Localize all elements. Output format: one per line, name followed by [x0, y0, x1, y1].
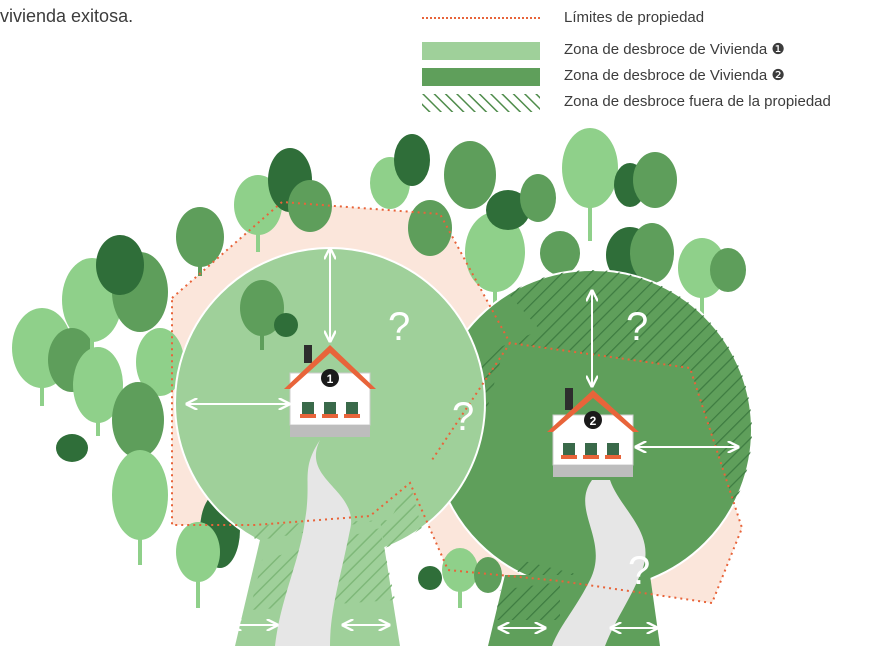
zone-home-2-swatch — [422, 68, 540, 86]
question-mark: ? — [452, 395, 474, 439]
legend-item-outside-property: Zona de desbroce fuera de la propiedad — [422, 92, 888, 112]
house-2: 2 — [547, 388, 639, 477]
roads — [275, 440, 646, 646]
legend-item-zone-home-1: Zona de desbroce de Vivienda ❶ — [422, 40, 888, 60]
question-mark: ? — [628, 549, 650, 593]
legend-label-property-boundary: Límites de propiedad — [564, 9, 705, 26]
legend-label-zone-home-1: Zona de desbroce de Vivienda ❶ — [564, 41, 785, 58]
legend-label-outside-property: Zona de desbroce fuera de la propiedad — [564, 93, 831, 110]
inner-trees — [240, 280, 298, 350]
house-1: 1 — [284, 345, 376, 437]
house-2-number: 2 — [590, 414, 597, 428]
outside-property-swatch — [422, 94, 540, 112]
question-mark: ? — [388, 305, 410, 349]
house-1-number: 1 — [327, 372, 334, 386]
property-boundary-swatch — [422, 17, 540, 19]
background-trees — [12, 128, 746, 593]
intro-text: vivienda exitosa. — [0, 6, 134, 26]
distance-arrows — [188, 250, 737, 628]
question-marks: ? ? ? ? — [388, 305, 650, 593]
legend-label-zone-home-2: Zona de desbroce de Vivienda ❷ — [564, 67, 785, 84]
legend-item-property-boundary: Límites de propiedad — [422, 8, 888, 28]
legend-item-zone-home-2: Zona de desbroce de Vivienda ❷ — [422, 66, 888, 86]
question-mark: ? — [626, 305, 648, 349]
zone-home-1-swatch — [422, 42, 540, 60]
tree-trunks — [40, 205, 704, 608]
